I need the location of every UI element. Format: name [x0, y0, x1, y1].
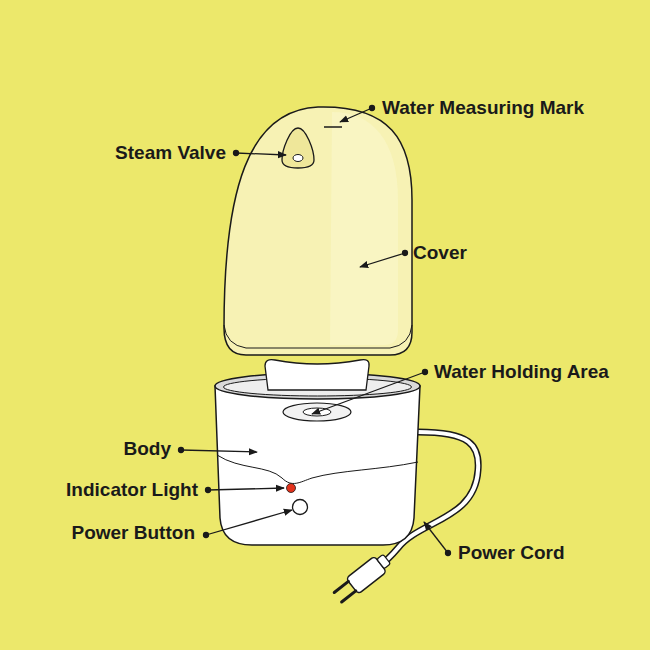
water-measuring-mark [324, 126, 342, 128]
power-plug [332, 551, 393, 605]
indicator-light [287, 484, 296, 493]
leader-line [340, 108, 372, 122]
part-label: Body [124, 438, 172, 461]
steam-valve [282, 128, 314, 168]
part-label: Water Measuring Mark [382, 97, 584, 120]
plug-prong [334, 581, 348, 592]
leader-line [236, 153, 286, 155]
part-label: Power Cord [458, 542, 565, 565]
leader-line [181, 450, 257, 452]
power-button [293, 500, 308, 515]
leader-line [312, 372, 425, 414]
leader-line [360, 253, 405, 267]
cover-highlight [330, 112, 398, 345]
part-label: Cover [413, 242, 467, 265]
leader-line [206, 510, 292, 535]
cover-rim [224, 325, 412, 348]
part-label: Power Button [72, 522, 196, 545]
body-shape [215, 386, 420, 545]
plug-neck [377, 554, 391, 568]
leader-line [424, 522, 448, 553]
leader-line [208, 488, 284, 490]
water-holding-area [265, 360, 369, 390]
steam-valve-hole [293, 155, 303, 162]
part-label: Steam Valve [115, 142, 226, 165]
leader-lines [179, 106, 451, 556]
part-label: Indicator Light [66, 479, 198, 502]
plug-prong [342, 591, 356, 602]
cover-shape [224, 107, 412, 355]
part-label: Water Holding Area [434, 361, 609, 384]
body-contour [217, 455, 418, 483]
